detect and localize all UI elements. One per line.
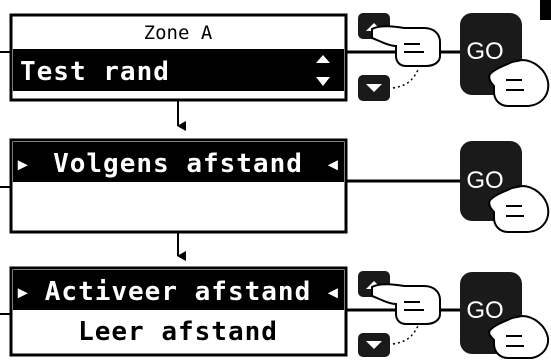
go-button-1-label: GO (466, 38, 503, 65)
screen-2-line1: Volgens afstand (53, 149, 303, 179)
screen-3-selection-bar (13, 270, 344, 310)
screen-1-title: Zone A (144, 22, 213, 44)
dotted-motion-path-3 (392, 325, 419, 345)
screen-1-selection-bar (13, 49, 344, 91)
down-triangle-icon (366, 84, 382, 92)
corner-marker (540, 0, 551, 20)
lcd-screen-1: Zone A Test rand (9, 13, 348, 102)
screen-3-marker-left: ▸ (15, 277, 32, 307)
pointing-hand-icon-go-2 (488, 184, 550, 233)
screen-2-marker-left: ▸ (15, 149, 32, 179)
screen-2-selection-bar (13, 142, 344, 182)
lcd-screen-2: ▸ Volgens afstand ◂ (9, 138, 348, 234)
lcd-screen-3: ▸ Activeer afstand ◂ Leer afstand (9, 266, 348, 357)
screen-2-marker-right: ◂ (325, 149, 342, 179)
screen-3-line1: Activeer afstand (45, 277, 311, 307)
down-button-3[interactable] (358, 333, 390, 357)
pointing-hand-icon-go-1 (488, 58, 550, 107)
pointing-hand-icon-1 (371, 25, 441, 67)
go-button-2-label: GO (466, 167, 503, 194)
dotted-motion-path-1 (392, 69, 419, 89)
go-button-3-label: GO (466, 297, 503, 324)
down-triangle-icon-3 (366, 341, 382, 349)
down-button-1[interactable] (358, 75, 390, 101)
screen-3-marker-right: ◂ (325, 277, 342, 307)
screen-3-line2: Leer afstand (78, 317, 278, 347)
screen-1-line1: Test rand (20, 57, 170, 87)
up-down-arrows-icon (316, 55, 330, 86)
pointing-hand-icon-go-3 (488, 314, 550, 359)
pointing-hand-icon-3 (371, 283, 441, 325)
